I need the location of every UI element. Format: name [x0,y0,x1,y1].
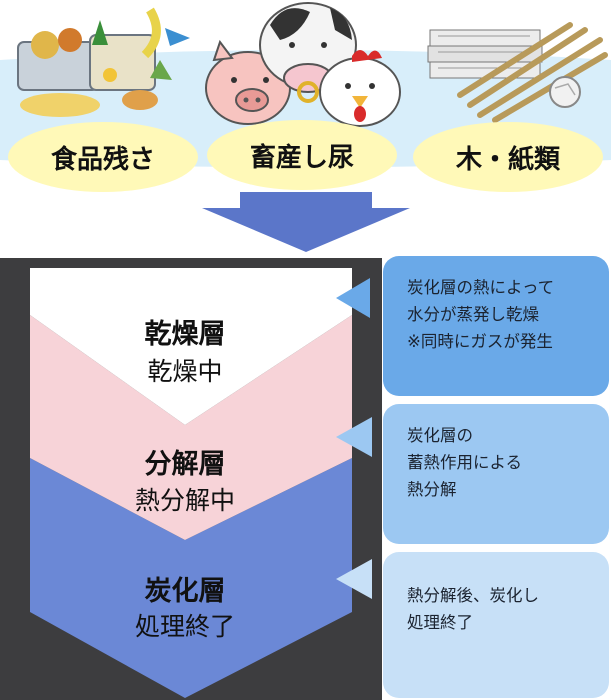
input-wood-paper: 木・紙類 [413,122,603,192]
callout-drying-line-2: 水分が蒸発し乾燥 [407,305,539,324]
input-food-waste: 食品残さ [8,122,198,192]
chicken-icon [319,50,401,127]
callout-decomposition-line-3: 熱分解 [407,480,457,499]
callout-carbonized-line-1: 熱分解後、炭化し [407,586,539,605]
callout-pointer-2 [336,417,372,457]
layer-drying-status: 乾燥中 [147,357,223,386]
layer-carbonized [30,458,352,698]
layer-drying [30,268,352,425]
food-waste-icon [17,7,190,117]
crumpled-paper-icon [549,76,581,108]
layer-carbonized-status: 処理終了 [134,612,235,641]
callout-drying-line-3: ※同時にガスが発生 [407,332,553,351]
input-livestock-manure: 畜産し尿 [207,120,397,190]
callout-carbonized-line-2: 処理終了 [407,613,473,632]
callout-carbonized: 熱分解後、炭化し 処理終了 [383,552,609,698]
callout-decomposition: 炭化層の 蓄熱作用による 熱分解 [383,404,609,544]
callout-pointer-3 [336,559,372,599]
callout-drying-line-1: 炭化層の熱によって [407,278,555,297]
layer-carbonized-title: 炭化層 [144,576,226,607]
flow-arrow [202,192,410,252]
callout-drying: 炭化層の熱によって 水分が蒸発し乾燥 ※同時にガスが発生 [383,256,609,396]
callout-decomposition-line-2: 蓄熱作用による [407,453,523,472]
callout-decomposition-line-1: 炭化層の [407,426,473,445]
callout-pointer-1 [336,278,370,318]
layer-drying-title: 乾燥層 [144,319,226,350]
layer-decomposition-title: 分解層 [144,449,226,480]
layer-decomposition-status: 熱分解中 [134,486,235,515]
layer-decomposition [30,315,352,540]
